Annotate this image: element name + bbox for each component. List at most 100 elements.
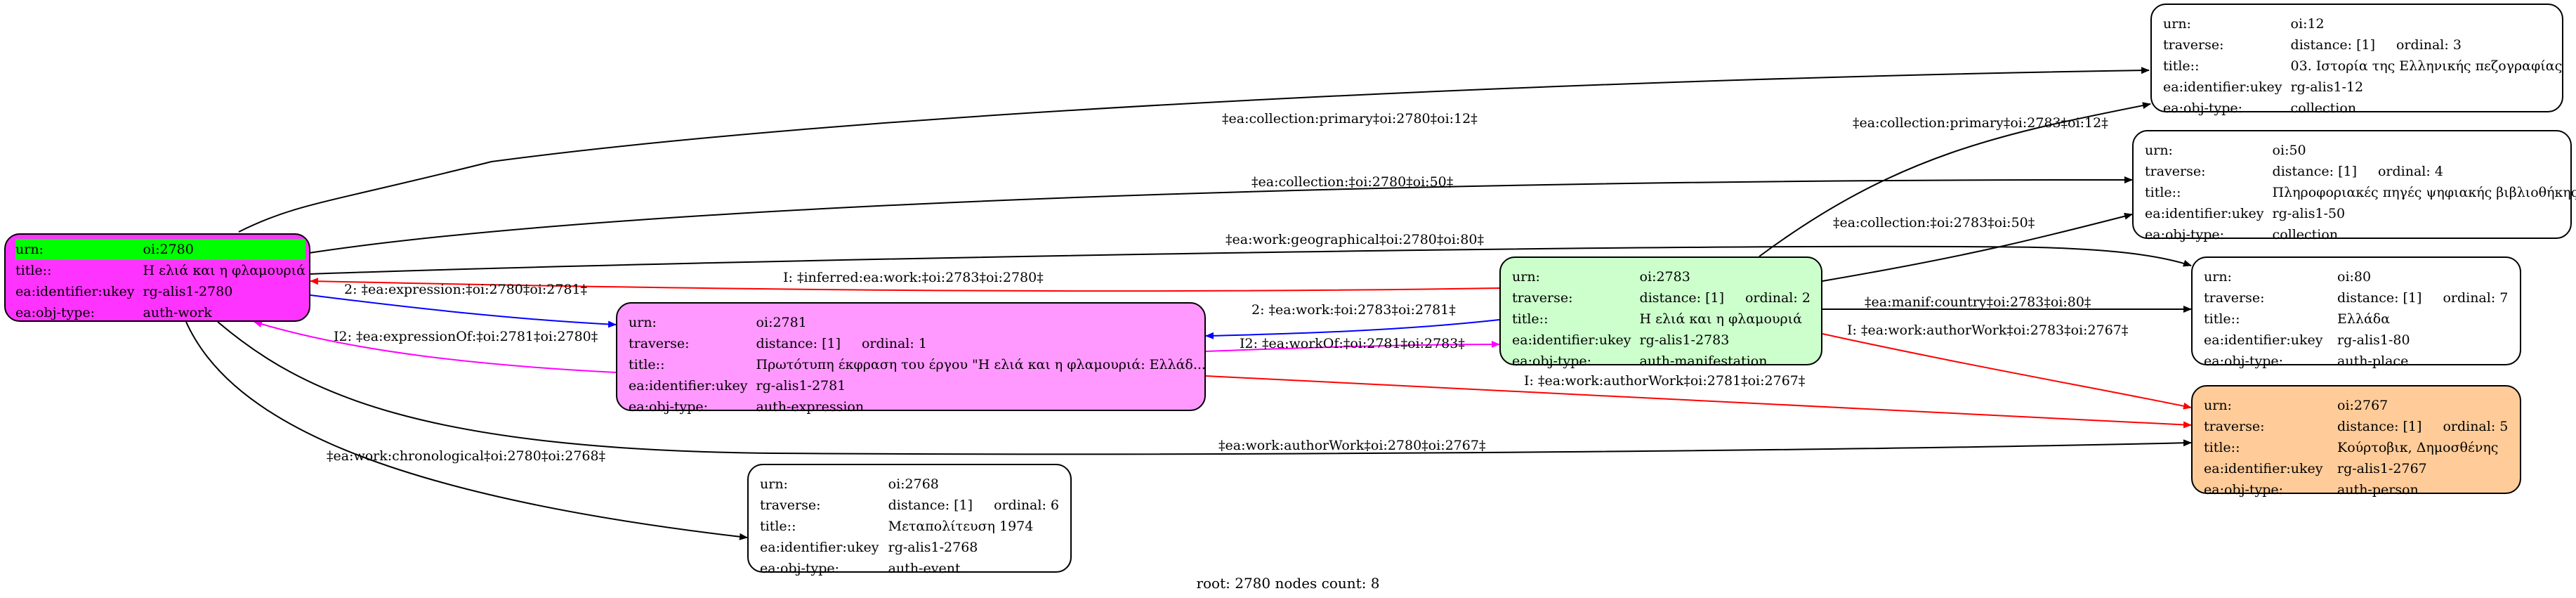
edge-label-2780-2768: ‡ea:work:chronological‡oi:2780‡oi:2768‡ xyxy=(327,448,605,464)
node-80-title-value: Ελλάδα xyxy=(2337,311,2391,327)
edge-label-2780-2781: 2: ‡ea:expression:‡oi:2780‡oi:2781‡ xyxy=(344,282,587,297)
edge-label-2783-12: ‡ea:collection:primary‡oi:2783‡oi:12‡ xyxy=(1853,115,2108,131)
node-2781-urn-key: urn: xyxy=(629,315,657,330)
node-12-ukey-value: rg-alis1-12 xyxy=(2290,79,2364,95)
edge-2780-2781 xyxy=(310,294,617,328)
node-80-distance: distance: [1] xyxy=(2337,290,2422,306)
node-12-objtype-value: collection xyxy=(2290,100,2357,116)
edge-label-2780-80: ‡ea:work:geographical‡oi:2780‡oi:80‡ xyxy=(1225,232,1484,247)
node-80[interactable]: urn: oi:80 traverse: distance: [1]ordina… xyxy=(2191,256,2521,369)
node-2783-objtype-key: ea:obj-type: xyxy=(1512,353,1592,369)
edge-label-2783-50: ‡ea:collection:‡oi:2783‡oi:50‡ xyxy=(1833,215,2035,230)
node-2780-title-value: Η ελιά και η φλαμουριά xyxy=(143,263,305,278)
node-2767-objtype-key: ea:obj-type: xyxy=(2204,482,2284,498)
node-2783-distance: distance: [1] xyxy=(1639,290,1724,306)
edge-2781-2783 xyxy=(1205,341,1500,352)
edge-label-2781-2783: I2: ‡ea:workOf:‡oi:2781‡oi:2783‡ xyxy=(1240,336,1465,351)
node-50-title-key: title:: xyxy=(2145,185,2181,200)
node-2783-ordinal: ordinal: 2 xyxy=(1744,290,1811,306)
edge-label-2783-80: ‡ea:manif:country‡oi:2783‡oi:80‡ xyxy=(1865,294,2091,310)
node-50-traverse-key: traverse: xyxy=(2145,164,2206,179)
node-2768-traverse-key: traverse: xyxy=(760,498,821,513)
node-2780[interactable]: urn: oi:2780 title:: Η ελιά και η φλαμου… xyxy=(4,233,310,322)
node-2767-objtype-value: auth-person xyxy=(2337,482,2419,498)
node-2781-objtype-value: auth-expression xyxy=(756,399,865,415)
node-12[interactable]: urn: oi:12 traverse: distance: [1] ordina… xyxy=(2150,4,2563,116)
node-2783[interactable]: urn: oi:2783 traverse: distance: [1] ordi… xyxy=(1499,256,1822,369)
edge-2783-2767 xyxy=(1822,333,2192,410)
node-2768-ordinal: ordinal: 6 xyxy=(994,498,1059,513)
edge-label-2780-50: ‡ea:collection:‡oi:2780‡oi:50‡ xyxy=(1251,174,1453,190)
node-12-ordinal: ordinal: 3 xyxy=(2396,37,2462,53)
node-2783-urn-value: oi:2783 xyxy=(1639,269,1690,285)
node-2768-urn-value: oi:2768 xyxy=(888,476,939,492)
node-80-objtype-key: ea:obj-type: xyxy=(2204,353,2284,369)
node-80-ukey-key: ea:identifier:ukey xyxy=(2204,332,2323,348)
edge-label-2780-12: ‡ea:collection:primary‡oi:2780‡oi:12‡ xyxy=(1222,111,1478,126)
node-2767-ukey-value: rg-alis1-2767 xyxy=(2337,461,2427,476)
node-2781-objtype-key: ea:obj-type: xyxy=(629,399,709,415)
node-2768-title-key: title:: xyxy=(760,519,796,534)
node-50-distance: distance: [1] xyxy=(2272,164,2357,179)
node-2783-urn-key: urn: xyxy=(1512,269,1540,285)
edge-label-2783-2781: 2: ‡ea:work:‡oi:2783‡oi:2781‡ xyxy=(1251,302,1456,318)
edge-label-2783-2767: I: ‡ea:work:authorWork‡oi:2783‡oi:2767‡ xyxy=(1847,323,2128,338)
node-2767-ukey-key: ea:identifier:ukey xyxy=(2204,461,2323,476)
node-50[interactable]: urn: oi:50 traverse: distance: [1] ordina… xyxy=(2132,130,2576,242)
edge-2783-2781 xyxy=(1205,319,1500,339)
node-80-title-key: title:: xyxy=(2204,311,2240,327)
node-12-title-value: 03. Ιστορία της Ελληνικής πεζογραφίας xyxy=(2290,58,2563,74)
node-2767[interactable]: urn: oi:2767 traverse: distance: [1]ordi… xyxy=(2191,385,2521,498)
node-2780-urn-value: oi:2780 xyxy=(143,242,194,257)
node-2768-objtype-value: auth-event xyxy=(888,561,961,576)
edge-label-2781-2780: I2: ‡ea:expressionOf:‡oi:2781‡oi:2780‡ xyxy=(334,329,598,344)
node-2768-ukey-key: ea:identifier:ukey xyxy=(760,540,879,555)
node-2780-urn-key: urn: xyxy=(15,242,44,257)
node-50-title-value: Πληροφοριακές πηγές ψηφιακής βιβλιοθήκης xyxy=(2272,185,2576,200)
node-80-traverse-key: traverse: xyxy=(2204,290,2265,306)
node-2783-title-key: title:: xyxy=(1512,311,1549,327)
node-12-distance: distance: [1] xyxy=(2290,37,2375,53)
node-2768-distance: distance: [1] xyxy=(888,498,973,513)
node-2780-objtype-value: auth-work xyxy=(143,305,212,320)
node-2767-traverse-key: traverse: xyxy=(2204,419,2265,434)
node-12-urn-value: oi:12 xyxy=(2290,16,2325,32)
node-50-urn-value: oi:50 xyxy=(2272,143,2306,158)
node-2768-ukey-value: rg-alis1-2768 xyxy=(888,540,978,555)
node-12-urn-key: urn: xyxy=(2163,16,2191,32)
node-2767-title-value: Κούρτοβικ, Δημοσθένης xyxy=(2337,440,2499,455)
node-2767-distance: distance: [1] xyxy=(2337,419,2422,434)
edge-label-2780-2767: ‡ea:work:authorWork‡oi:2780‡oi:2767‡ xyxy=(1218,438,1485,453)
node-80-ukey-value: rg-alis1-80 xyxy=(2337,332,2410,348)
node-2781-title-key: title:: xyxy=(629,357,665,372)
node-80-urn-value: oi:80 xyxy=(2337,269,2372,285)
edge-2783-50 xyxy=(1822,212,2133,282)
node-2768[interactable]: urn: oi:2768 traverse: distance: [1]ordi… xyxy=(747,464,1072,576)
node-2783-traverse-key: traverse: xyxy=(1512,290,1573,306)
node-80-urn-key: urn: xyxy=(2204,269,2232,285)
node-2767-title-key: title:: xyxy=(2204,440,2240,455)
node-50-objtype-key: ea:obj-type: xyxy=(2145,227,2225,242)
node-50-ukey-key: ea:identifier:ukey xyxy=(2145,206,2264,221)
node-2781-ordinal: ordinal: 1 xyxy=(861,336,927,351)
edge-2783-2780 xyxy=(310,278,1500,292)
node-50-ukey-value: rg-alis1-50 xyxy=(2272,206,2346,221)
edge-2780-80 xyxy=(308,245,2192,275)
node-2780-urn-row: urn: oi:2780 xyxy=(15,239,305,260)
node-50-urn-key: urn: xyxy=(2145,143,2173,158)
node-2767-ordinal: ordinal: 5 xyxy=(2443,419,2509,434)
node-2768-title-value: Μεταπολίτευση 1974 xyxy=(888,519,1034,534)
node-2781-ukey-key: ea:identifier:ukey xyxy=(629,378,748,394)
node-2781-urn-value: oi:2781 xyxy=(756,315,807,330)
node-2780-title-key: title:: xyxy=(15,263,52,278)
node-2767-urn-value: oi:2767 xyxy=(2337,398,2388,413)
node-2783-objtype-value: auth-manifestation xyxy=(1639,353,1768,369)
node-2781-title-value: Πρωτότυπη έκφραση του έργου "Η ελιά και … xyxy=(756,357,1206,372)
graph-footer: root: 2780 nodes count: 8 xyxy=(1196,575,1380,592)
node-50-ordinal: ordinal: 4 xyxy=(2377,164,2443,179)
node-2783-title-value: Η ελιά και η φλαμουριά xyxy=(1639,311,1802,327)
node-2781[interactable]: urn: oi:2781 traverse: distance: [1]ordi… xyxy=(616,302,1206,415)
node-12-traverse-key: traverse: xyxy=(2163,37,2224,53)
node-2780-objtype-key: ea:obj-type: xyxy=(15,305,96,320)
